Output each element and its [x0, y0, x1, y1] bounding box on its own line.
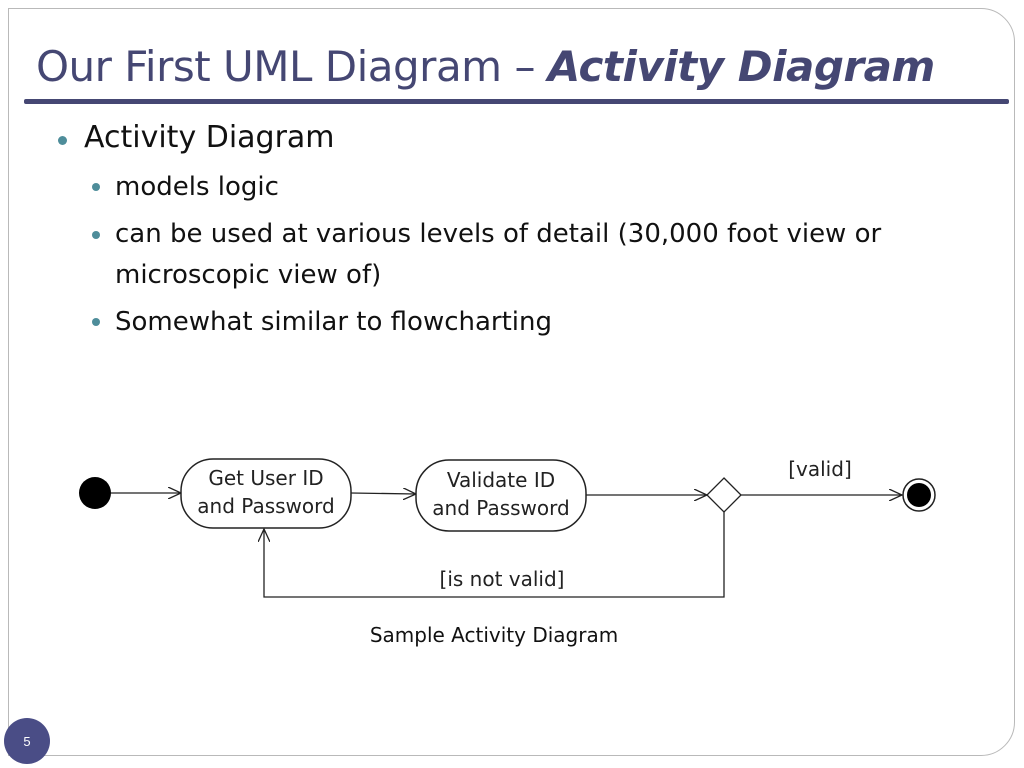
bullet-dot-icon — [58, 136, 67, 145]
action-validate-label-1: Validate ID — [447, 468, 555, 492]
bullet-dot-icon — [92, 318, 100, 326]
edge-not-valid-loop — [264, 512, 725, 598]
title-text: Our First UML Diagram – — [36, 42, 548, 91]
action-validate-label-2: and Password — [432, 496, 569, 520]
page-number: 5 — [23, 733, 31, 749]
bullet-level1: Activity Diagram — [84, 120, 335, 155]
final-node-core — [907, 483, 931, 507]
initial-node — [79, 477, 111, 509]
bullet-level2-item: models logic — [115, 172, 279, 202]
page-number-badge: 5 — [4, 718, 50, 764]
slide-frame — [8, 8, 1015, 756]
bullet-level2-item: Somewhat similar to flowcharting — [115, 307, 553, 337]
action-get-credentials-label-1: Get User ID — [208, 466, 323, 490]
title-emphasis: Activity Diagram — [547, 42, 935, 91]
bullet-level2-item: can be used at various levels of detail … — [115, 219, 882, 249]
slide-title: Our First UML Diagram – Activity Diagram — [36, 42, 935, 91]
decision-node — [706, 477, 742, 513]
guard-not-valid-label: [is not valid] — [440, 567, 565, 591]
action-get-credentials-label-2: and Password — [197, 494, 334, 518]
bullet-level2-item-continuation: microscopic view of) — [115, 260, 382, 290]
title-underline — [24, 99, 1009, 104]
diagram-caption: Sample Activity Diagram — [370, 623, 618, 647]
edge-get-to-validate — [350, 493, 416, 494]
guard-valid-label: [valid] — [788, 457, 852, 481]
bullet-dot-icon — [92, 183, 100, 191]
bullet-dot-icon — [92, 231, 100, 239]
